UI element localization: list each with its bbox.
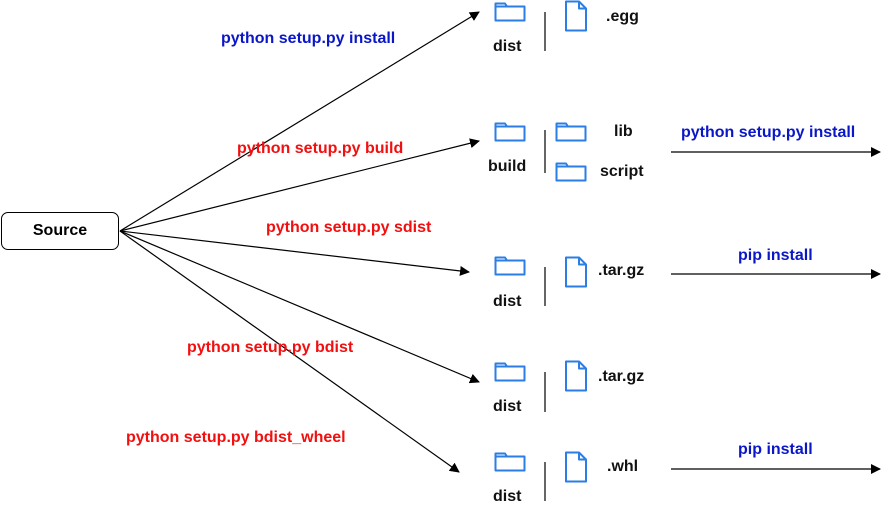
- build-lib-label: lib: [614, 123, 633, 140]
- sdist-folder-label: dist: [493, 293, 522, 310]
- bdist-folder-label: dist: [493, 398, 522, 415]
- folder-icon: [494, 256, 526, 276]
- file-icon: [565, 451, 587, 483]
- install-folder-label: dist: [493, 38, 522, 55]
- folder-icon: [555, 122, 587, 142]
- arrow-install: [119, 11, 480, 232]
- bdist-wheel-folder-label: dist: [493, 488, 522, 505]
- folder-icon: [555, 162, 587, 182]
- source-node: Source: [1, 212, 119, 250]
- folder-icon: [494, 362, 526, 382]
- folder-icon: [494, 2, 526, 22]
- command-build-label: python setup.py build: [237, 140, 404, 157]
- file-icon: [565, 360, 587, 392]
- install-file-label: .egg: [606, 8, 639, 25]
- command-sdist-label: python setup.py sdist: [266, 219, 432, 236]
- arrow-build: [119, 138, 480, 232]
- bdist-wheel-next-step-label: pip install: [738, 441, 813, 458]
- command-install-label: python setup.py install: [221, 30, 396, 47]
- build-script-label: script: [600, 163, 644, 180]
- sdist-file-label: .tar.gz: [598, 262, 645, 279]
- source-label: Source: [32, 222, 88, 239]
- file-icon: [565, 0, 587, 32]
- build-next-step-label: python setup.py install: [681, 124, 856, 141]
- bdist-wheel-file-label: .whl: [607, 458, 639, 475]
- arrow-bdist-wheel: [119, 230, 460, 473]
- command-bdist-wheel-label: python setup.py bdist_wheel: [126, 429, 346, 446]
- command-bdist-label: python setup.py bdist: [187, 339, 354, 356]
- folder-icon: [494, 452, 526, 472]
- file-icon: [565, 256, 587, 288]
- arrow-bdist: [119, 230, 480, 384]
- arrow-sdist: [119, 230, 470, 276]
- build-folder-label: build: [488, 158, 527, 175]
- bdist-file-label: .tar.gz: [598, 368, 645, 385]
- folder-icon: [494, 122, 526, 142]
- sdist-next-step-label: pip install: [738, 247, 813, 264]
